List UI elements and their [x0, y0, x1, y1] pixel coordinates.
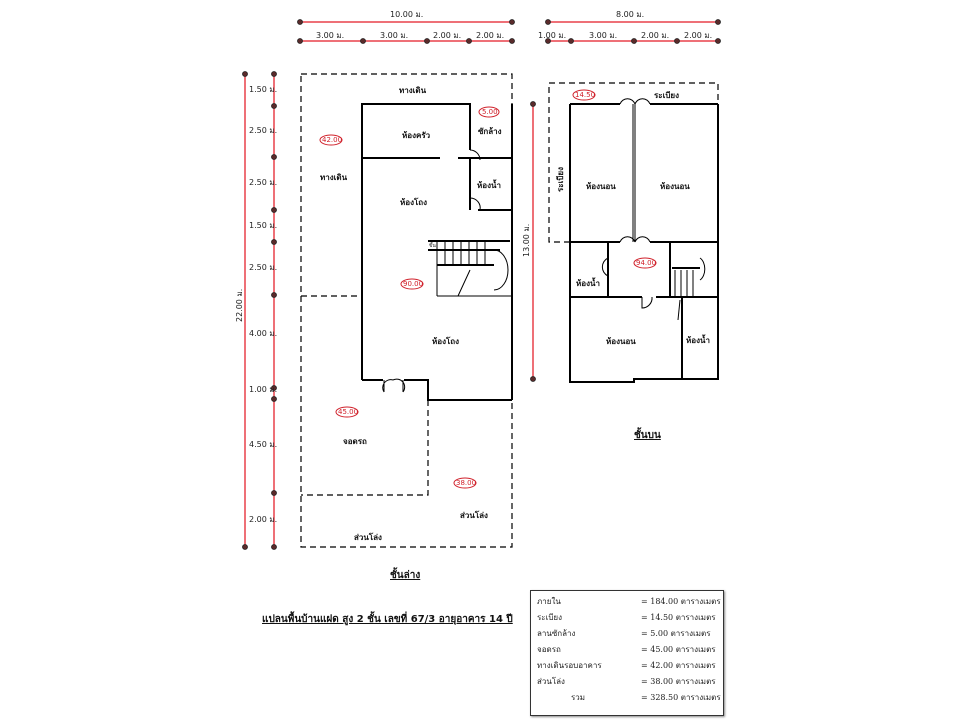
upper-height-dimension: 13.00 ม.: [522, 101, 536, 382]
area-badge: 90.00: [403, 280, 423, 288]
dim-seg: 1.00 ม.: [538, 31, 566, 40]
left-dimensions: 22.00 ม. 1.50 ม. 2.50 ม. 2.50 ม. 1.50 ม.…: [235, 71, 277, 550]
summary-row: ทางเดินรอบอาคาร = 42.00 ตารางเมตร: [537, 661, 719, 673]
room-label: ส่วนโล่ง: [460, 510, 488, 520]
dim-seg: 1.50 ม.: [249, 221, 277, 230]
summary-value: = 328.50 ตารางเมตร: [641, 693, 721, 702]
room-label: ห้องโถง: [432, 336, 459, 346]
dim-seg: 2.00 ม.: [249, 515, 277, 524]
summary-label: ส่วนโล่ง: [537, 677, 565, 686]
dim-seg: 4.50 ม.: [249, 440, 277, 449]
room-label: ระเบียง: [654, 90, 679, 100]
room-label: ทางเดิน: [320, 173, 348, 182]
room-label: จอดรถ: [343, 437, 367, 446]
lower-floor-title: ชั้นล่าง: [390, 567, 420, 581]
dim-seg: 2.50 ม.: [249, 178, 277, 187]
summary-label: จอดรถ: [537, 645, 561, 654]
dim-total: 22.00 ม.: [235, 289, 244, 322]
dim-seg: 2.00 ม.: [684, 31, 712, 40]
room-label: ส่วนโล่ง: [354, 532, 382, 542]
summary-value: = 184.00 ตารางเมตร: [641, 597, 721, 606]
top-dimensions-upper: 8.00 ม. 1.00 ม. 3.00 ม. 2.00 ม. 2.00 ม.: [538, 10, 721, 44]
summary-value: = 14.50 ตารางเมตร: [641, 613, 716, 622]
summary-value: = 5.00 ตารางเมตร: [641, 629, 711, 638]
area-badge: 42.00: [322, 136, 342, 144]
room-label: ทางเดิน: [399, 86, 427, 95]
room-label: ห้องโถง: [400, 197, 427, 207]
area-badge: 45.00: [338, 408, 358, 416]
summary-label: รวม: [571, 693, 586, 702]
stair-up-label: ขึ้น: [429, 240, 436, 249]
summary-label: ลานซักล้าง: [537, 629, 576, 638]
dim-seg: 1.00 ม.: [249, 385, 277, 394]
dim-seg: 3.00 ม.: [316, 31, 344, 40]
room-label: ซักล้าง: [478, 126, 502, 136]
summary-value: = 45.00 ตารางเมตร: [641, 645, 716, 654]
summary-value: = 38.00 ตารางเมตร: [641, 677, 716, 686]
area-badge: 94.00: [636, 259, 656, 267]
dim-seg: 1.50 ม.: [249, 85, 277, 94]
room-label: ห้องนอน: [606, 336, 636, 346]
dim-seg: 2.50 ม.: [249, 263, 277, 272]
area-badge: 38.00: [456, 479, 476, 487]
dim-seg: 4.00 ม.: [249, 329, 277, 338]
room-label: ห้องครัว: [402, 130, 431, 140]
summary-row: ภายใน = 184.00 ตารางเมตร: [537, 597, 721, 609]
area-badge: 5.00: [482, 108, 498, 116]
dim-seg: 2.00 ม.: [476, 31, 504, 40]
dim-total: 13.00 ม.: [522, 224, 531, 257]
dim-total: 10.00 ม.: [390, 10, 423, 19]
upper-floor-plan: ระเบียง ระเบียง ห้องนอน ห้องนอน ห้องนอน …: [548, 82, 719, 441]
summary-value: = 42.00 ตารางเมตร: [641, 661, 716, 670]
area-summary-table: ภายใน = 184.00 ตารางเมตร ระเบียง = 14.50 ต…: [530, 590, 724, 716]
room-label: ห้องนอน: [586, 181, 616, 191]
summary-row: ลานซักล้าง = 5.00 ตารางเมตร: [537, 629, 719, 641]
room-label: ห้องนอน: [660, 181, 690, 191]
staircase: ขึ้น: [428, 240, 512, 297]
dim-seg: 3.00 ม.: [589, 31, 617, 40]
room-label: ระเบียง: [555, 167, 565, 192]
top-dimensions-lower: 10.00 ม. 3.00 ม. 3.00 ม. 2.00 ม. 2.00 ม.: [297, 10, 515, 44]
room-label: ห้องน้ำ: [477, 179, 501, 190]
room-label: ห้องน้ำ: [686, 334, 710, 345]
plan-title: แปลนพื้นบ้านแฝด สูง 2 ชั้น เลขที่ 67/3 อ…: [262, 611, 513, 626]
summary-row: ระเบียง = 14.50 ตารางเมตร: [537, 613, 719, 625]
dim-seg: 2.50 ม.: [249, 126, 277, 135]
lower-floor-plan: ขึ้น ทางเดิน ทางเดิน ห้องครัว ซักล้าง ห้…: [300, 73, 513, 581]
summary-label: ภายใน: [537, 597, 561, 606]
dim-seg: 3.00 ม.: [380, 31, 408, 40]
summary-label: ทางเดินรอบอาคาร: [537, 661, 602, 670]
dim-seg: 2.00 ม.: [433, 31, 461, 40]
room-label: ห้องน้ำ: [576, 277, 600, 288]
upper-floor-title: ชั้นบน: [634, 427, 661, 441]
summary-row: จอดรถ = 45.00 ตารางเมตร: [537, 645, 719, 657]
summary-row: ส่วนโล่ง = 38.00 ตารางเมตร: [537, 677, 719, 689]
dim-seg: 2.00 ม.: [641, 31, 669, 40]
area-badge: 14.50: [575, 91, 595, 99]
summary-total-row: รวม = 328.50 ตารางเมตร: [537, 693, 721, 705]
dim-total: 8.00 ม.: [616, 10, 644, 19]
upper-staircase: [672, 257, 706, 297]
summary-label: ระเบียง: [537, 613, 562, 622]
